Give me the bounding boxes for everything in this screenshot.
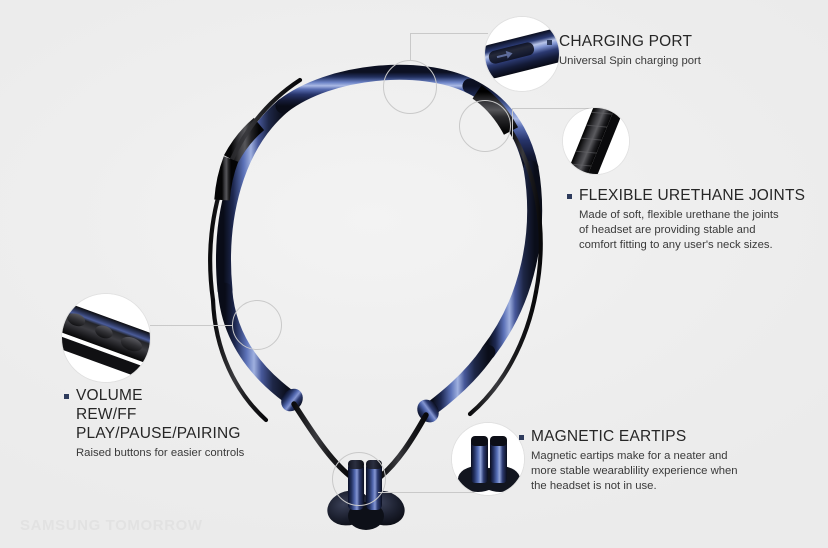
callout-joints-title: FLEXIBLE URETHANE JOINTS	[579, 186, 805, 205]
callout-eartips-title: MAGNETIC EARTIPS	[531, 427, 686, 446]
callout-title-line: PLAY/PAUSE/PAIRING	[76, 425, 241, 442]
callout-volume-title: VOLUME REW/FF PLAY/PAUSE/PAIRING	[76, 386, 241, 443]
callout-charging-port: CHARGING PORT Universal Spin charging po…	[547, 32, 701, 69]
leader-line-charging-port-riser	[410, 33, 411, 60]
callout-title-line: FLEXIBLE URETHANE JOINTS	[579, 187, 806, 204]
leader-line-eartips	[378, 492, 488, 493]
callout-joints-description: Made of soft, flexible urethane the join…	[579, 209, 779, 252]
callout-volume-description: Raised buttons for easier controls	[76, 447, 245, 459]
source-ring-joints	[459, 100, 511, 152]
callout-charging-port-heading: CHARGING PORT	[547, 32, 701, 51]
callout-joints-heading: FLEXIBLE URETHANE JOINTS	[567, 186, 805, 205]
bullet-square-icon	[567, 194, 572, 199]
magnifier-volume-buttons	[62, 294, 150, 382]
source-ring-charging-port	[383, 60, 437, 114]
leader-line-joints	[512, 108, 596, 109]
magnifier-joints-image	[563, 108, 629, 174]
magnifier-eartips-image	[452, 423, 524, 495]
callout-flexible-urethane-joints: FLEXIBLE URETHANE JOINTS Made of soft, f…	[567, 186, 805, 254]
bullet-square-icon	[547, 40, 552, 45]
callout-eartips-description: Magnetic eartips make for a neater and m…	[531, 450, 738, 493]
bullet-square-icon	[519, 435, 524, 440]
callout-volume-heading: VOLUME REW/FF PLAY/PAUSE/PAIRING	[64, 386, 244, 443]
watermark: SAMSUNG TOMORROW	[20, 517, 203, 534]
magnifier-charging-port	[485, 17, 559, 91]
callout-volume-controls: VOLUME REW/FF PLAY/PAUSE/PAIRING Raised …	[64, 386, 244, 461]
leader-line-volume	[150, 325, 232, 326]
magnifier-charging-port-image	[485, 17, 559, 91]
callout-magnetic-eartips: MAGNETIC EARTIPS Magnetic eartips make f…	[519, 427, 738, 495]
callout-title-line: CHARGING PORT	[559, 33, 693, 50]
leader-line-charging-port	[410, 33, 488, 34]
magnifier-eartips	[452, 423, 524, 495]
callout-title-line: VOLUME	[76, 387, 143, 404]
source-ring-eartips	[332, 452, 386, 506]
callout-charging-port-description: Universal Spin charging port	[559, 55, 701, 67]
magnifier-joints	[563, 108, 629, 174]
callout-eartips-heading: MAGNETIC EARTIPS	[519, 427, 738, 446]
callout-title-line: REW/FF	[76, 406, 137, 423]
bullet-square-icon	[64, 394, 69, 399]
callout-title-line: MAGNETIC EARTIPS	[531, 428, 687, 445]
callout-charging-port-title: CHARGING PORT	[559, 32, 692, 51]
magnifier-volume-buttons-image	[62, 294, 150, 382]
leader-line-joints-riser	[512, 108, 513, 138]
source-ring-volume	[232, 300, 282, 350]
